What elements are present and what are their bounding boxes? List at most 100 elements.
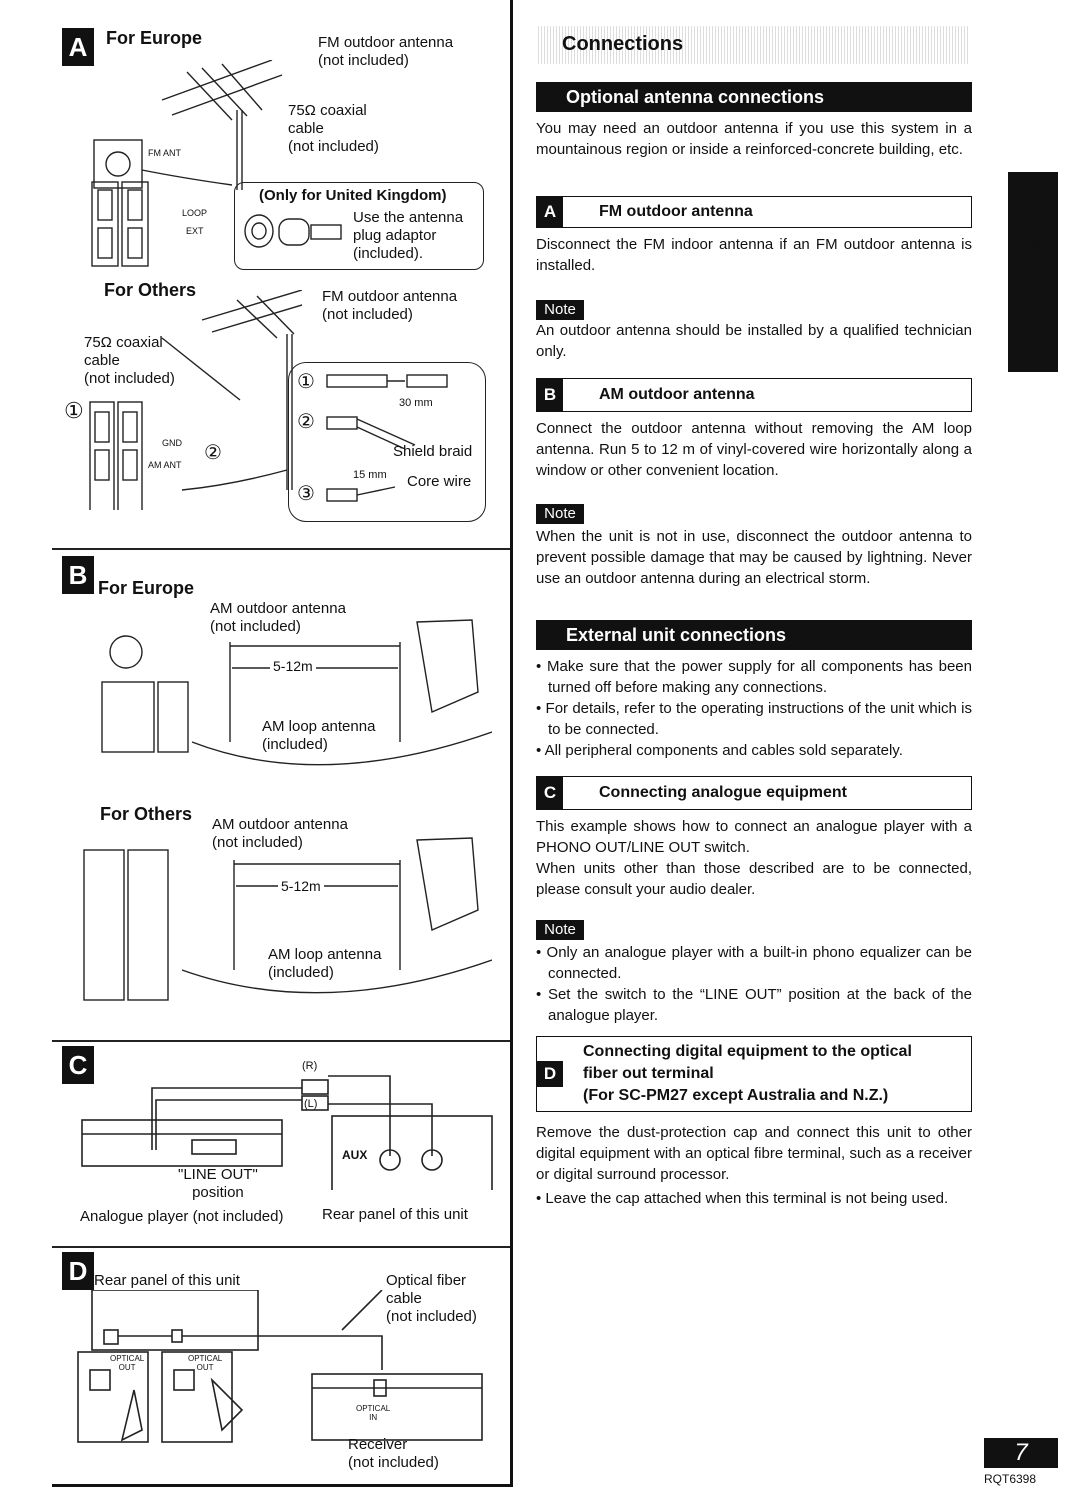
subsection-c-text: This example shows how to connect an ana… (536, 818, 972, 898)
section-optional-antenna-title: Optional antenna connections (566, 87, 825, 107)
coaxial-cable-label: 75Ω coaxial cable (not included) (288, 102, 379, 155)
subsection-d-title: Connecting digital equipment to the opti… (583, 1043, 912, 1104)
step-1-marker: ① (64, 398, 84, 423)
r-channel-label: (R) (302, 1060, 318, 1072)
subsection-a-text: Disconnect the FM indoor antenna if an F… (536, 236, 972, 274)
line-out-label: "LINE OUT" position (178, 1166, 258, 1201)
subsection-d-text: Remove the dust-protection cap and conne… (536, 1124, 972, 1183)
optical-cable-label: Optical fiber cable (not included) (386, 1272, 477, 1325)
subsection-d-box: D Connecting digital equipment to the op… (536, 1036, 972, 1112)
side-tab-label: Before use (1018, 236, 1043, 350)
braid-drawing (326, 416, 416, 449)
badge-b: B (62, 556, 94, 594)
subsection-a-box: A FM outdoor antenna (536, 196, 972, 228)
for-europe-heading: For Europe (106, 28, 203, 48)
rear-panel-label: Rear panel of this unit (322, 1206, 468, 1223)
l-channel-label: (L) (304, 1098, 318, 1110)
distance-label-2: 5-12m (278, 878, 324, 894)
distance-label: 5-12m (270, 658, 316, 674)
panel-c (52, 1040, 510, 1242)
optical-out-label-2: OPTICAL OUT (188, 1354, 223, 1372)
subsection-d-badge: D (537, 1061, 563, 1087)
step-2-marker: ② (204, 442, 222, 464)
for-others-heading: For Others (104, 280, 197, 300)
uk-text: Use the antenna plug adaptor (included). (353, 209, 464, 262)
subsection-a-badge: A (537, 197, 563, 227)
subsection-b-text: Connect the outdoor antenna without remo… (536, 420, 972, 479)
page-title: Connections (562, 33, 684, 55)
fm-antenna-others-drawing (89, 290, 302, 510)
note-a-badge: Note (536, 300, 584, 320)
side-tab (1008, 172, 1058, 372)
b-for-others-heading: For Others (100, 804, 193, 824)
fm-antenna-europe-drawing (93, 60, 283, 190)
coaxial-cable-label-2: 75Ω coaxial cable (not included) (84, 334, 175, 387)
subsection-a-title: FM outdoor antenna (599, 203, 753, 220)
dim-30mm: 30 mm (399, 397, 433, 409)
prep-step-1: ① (297, 371, 315, 393)
analogue-connection-drawing (81, 1075, 493, 1190)
fm-outdoor-label: FM outdoor antenna (not included) (318, 34, 454, 69)
section-external-unit-title: External unit connections (566, 625, 787, 645)
subsection-c-box: C Connecting analogue equipment (536, 776, 972, 810)
core-wire-label: Core wire (407, 473, 472, 490)
optical-connection-drawing (77, 1290, 483, 1443)
panel-d (52, 1246, 510, 1486)
dim-15mm: 15 mm (353, 469, 387, 481)
note-b-badge: Note (536, 504, 584, 524)
figure-column: A For Europe FM outdoor antenna (not inc… (52, 0, 513, 1487)
port-loop-label: LOOP (182, 208, 208, 218)
fm-outdoor-label-2: FM outdoor antenna (not included) (322, 288, 458, 323)
analogue-player-label: Analogue player (not included) (80, 1208, 284, 1225)
subsection-c-title: Connecting analogue equipment (599, 784, 848, 801)
badge-a: A (62, 28, 94, 66)
europe-unit-ports-drawing (91, 181, 149, 267)
prep-step-3: ③ (297, 483, 315, 505)
plug-adaptor-icon (244, 214, 342, 248)
core-wire-drawing (326, 486, 396, 502)
badge-c: C (62, 1046, 94, 1084)
page-number: 7 (984, 1438, 1058, 1468)
receiver-label: Receiver (not included) (348, 1436, 439, 1471)
optical-in-label: OPTICAL IN (356, 1404, 391, 1422)
am-antenna-europe-drawing (101, 619, 492, 766)
badge-d: D (62, 1252, 94, 1290)
port-gnd-label: GND (162, 438, 182, 448)
subsection-b-box: B AM outdoor antenna (536, 378, 972, 412)
note-c-badge: Note (536, 920, 584, 940)
external-bullets: • Make sure that the power supply for al… (536, 656, 972, 761)
subsection-b-title: AM outdoor antenna (599, 386, 755, 403)
subsection-d-bullet: • Leave the cap attached when this termi… (536, 1190, 949, 1207)
am-loop-label-2: AM loop antenna (included) (268, 946, 382, 981)
port-ext-label: EXT (186, 226, 204, 236)
note-c-bullets: • Only an analogue player with a built-i… (536, 942, 972, 1026)
am-outdoor-label: AM outdoor antenna (not included) (210, 600, 346, 635)
subsection-b-badge: B (537, 379, 563, 411)
shield-braid-label: Shield braid (393, 443, 473, 460)
port-am-label: AM ANT (148, 460, 182, 470)
b-for-europe-heading: For Europe (98, 578, 195, 598)
panel-b (52, 548, 510, 1040)
section-external-unit: External unit connections (536, 620, 972, 650)
uk-title: (Only for United Kingdom) (259, 187, 447, 204)
cable-strip-drawing (326, 374, 448, 388)
am-loop-label: AM loop antenna (included) (262, 718, 376, 753)
subsection-c-badge: C (537, 777, 563, 809)
note-b-text: When the unit is not in use, disconnect … (536, 528, 972, 587)
note-c-bullet: • Only an analogue player with a built-i… (536, 944, 972, 982)
am-antenna-others-drawing (83, 837, 492, 1001)
document-code: RQT6398 (984, 1472, 1037, 1486)
section-optional-antenna: Optional antenna connections (536, 82, 972, 112)
optional-antenna-text: You may need an outdoor antenna if you u… (536, 120, 972, 158)
optical-out-label-1: OPTICAL OUT (110, 1354, 145, 1372)
aux-label: AUX (342, 1148, 368, 1162)
side-tab-text: Before use (1018, 236, 1043, 350)
port-fm-label: FM ANT (148, 148, 181, 158)
prep-step-2: ② (297, 411, 315, 433)
cable-prep-box: ① 30 mm ② Shield braid 15 mm ③ Core wire (288, 362, 486, 522)
external-bullet: • Make sure that the power supply for al… (536, 658, 972, 696)
am-outdoor-label-2: AM outdoor antenna (not included) (212, 816, 348, 851)
external-bullet: • All peripheral components and cables s… (536, 742, 903, 759)
subsection-d-bullets: • Leave the cap attached when this termi… (536, 1188, 972, 1209)
note-c-bullet: • Set the switch to the “LINE OUT” posit… (536, 986, 972, 1024)
